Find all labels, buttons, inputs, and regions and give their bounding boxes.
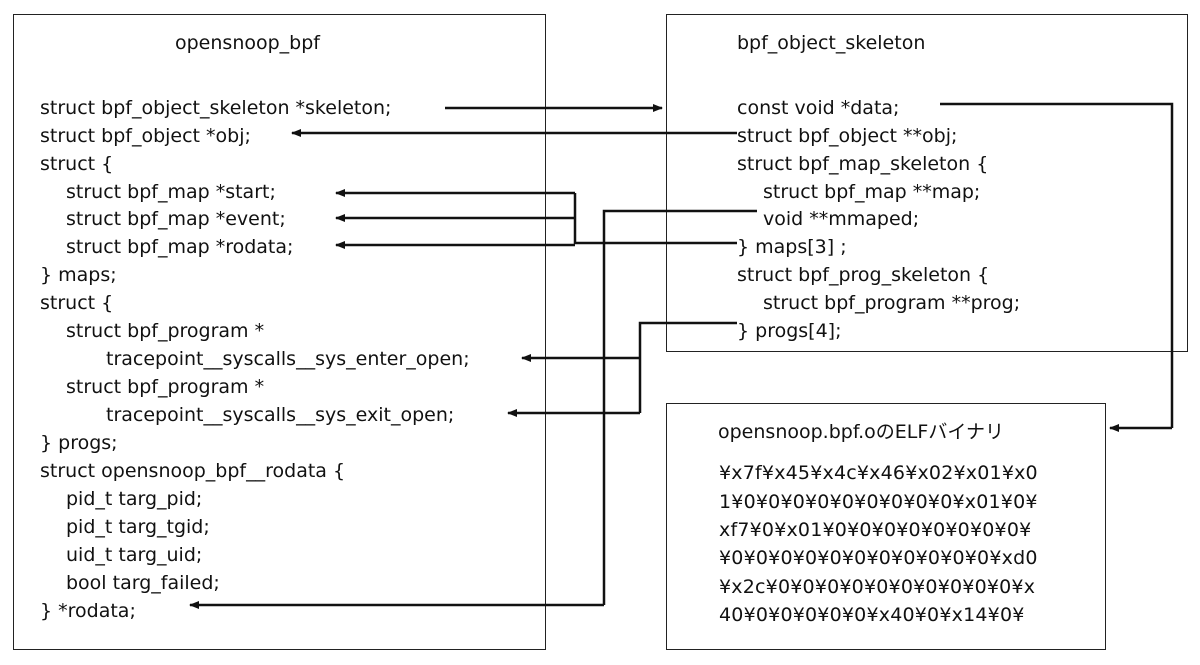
elf-hex-line: 1¥0¥0¥0¥0¥0¥0¥0¥0¥0¥x01¥0¥ (719, 491, 1038, 513)
elf-hex-line: 40¥0¥0¥0¥0¥0¥x40¥0¥x14¥0¥ (719, 604, 1025, 626)
skel-line-prog: struct bpf_program **prog; (763, 292, 1021, 314)
opensnoop-bpf-title: opensnoop_bpf (175, 32, 320, 54)
left-line-map-rodata: struct bpf_map *rodata; (66, 236, 294, 258)
left-line-skeleton: struct bpf_object_skeleton *skeleton; (40, 97, 392, 119)
skel-line-prog-skeleton: struct bpf_prog_skeleton { (737, 264, 990, 286)
elf-binary-title: opensnoop.bpf.oのELFバイナリ (718, 421, 1004, 443)
left-line-targ-tgid: pid_t targ_tgid; (66, 516, 210, 538)
bpf-object-skeleton-title: bpf_object_skeleton (737, 32, 926, 54)
elf-hex-line: ¥x2c¥0¥0¥0¥0¥0¥0¥0¥0¥0¥0¥x (719, 576, 1036, 598)
skel-line-maps-close: } maps[3] ; (737, 236, 847, 258)
elf-hex-line: xf7¥0¥x01¥0¥0¥0¥0¥0¥0¥0¥0¥ (719, 519, 1032, 541)
left-line-targ-uid: uid_t targ_uid; (66, 544, 203, 566)
left-line-struct-open: struct { (40, 153, 114, 175)
arrow-data-path (940, 102, 1174, 428)
skel-line-obj: struct bpf_object **obj; (737, 125, 958, 147)
arrow-maps-connector (573, 193, 737, 245)
left-line-prog-enter: tracepoint__syscalls__sys_enter_open; (106, 348, 470, 370)
left-line-targ-failed: bool targ_failed; (66, 572, 220, 594)
skel-line-mmaped: void **mmaped; (763, 208, 920, 230)
left-line-rodata-struct: struct opensnoop_bpf__rodata { (40, 460, 346, 482)
left-line-progs-close: } progs; (40, 432, 118, 454)
skel-line-progs-close: } progs[4]; (737, 320, 842, 342)
elf-hex-line: ¥0¥0¥0¥0¥0¥0¥0¥0¥0¥0¥0¥xd0 (719, 547, 1038, 569)
left-line-obj: struct bpf_object *obj; (40, 125, 251, 147)
skel-line-data: const void *data; (737, 97, 900, 119)
left-line-map-start: struct bpf_map *start; (66, 181, 276, 203)
elf-hex-line: ¥x7f¥x45¥x4c¥x46¥x02¥x01¥x0 (719, 462, 1038, 484)
arrow-progs-path (638, 321, 737, 413)
bpf-object-skeleton-box (666, 14, 1188, 352)
elf-binary-box (666, 403, 1106, 650)
left-line-prog-2: struct bpf_program * (66, 376, 265, 398)
left-line-prog-exit: tracepoint__syscalls__sys_exit_open; (106, 404, 455, 426)
left-line-prog-1: struct bpf_program * (66, 320, 265, 342)
left-line-struct-open-2: struct { (40, 292, 114, 314)
left-line-maps-close: } maps; (40, 264, 117, 286)
left-line-map-event: struct bpf_map *event; (66, 208, 286, 230)
left-line-targ-pid: pid_t targ_pid; (66, 488, 203, 510)
arrow-mmaped-to-rodata-path (602, 209, 757, 605)
opensnoop-bpf-box (13, 14, 546, 650)
left-line-rodata-close: } *rodata; (40, 600, 136, 622)
skel-line-map-skeleton: struct bpf_map_skeleton { (737, 153, 989, 175)
skel-line-map: struct bpf_map **map; (763, 181, 981, 203)
